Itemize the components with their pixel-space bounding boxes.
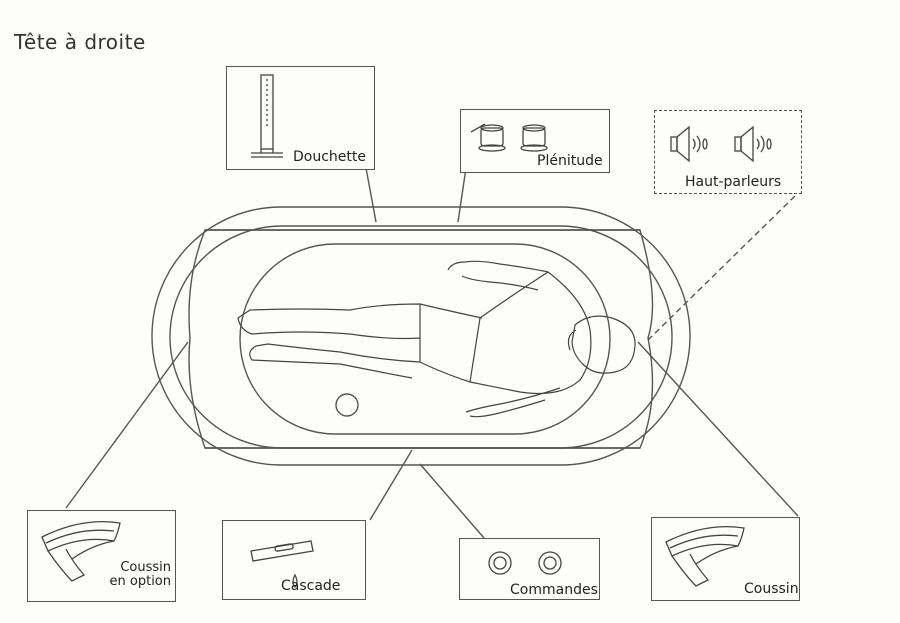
tub-floor [239,243,611,435]
diagram-title: Tête à droite [14,30,146,54]
label-coussin-option-1: Coussin [120,560,171,575]
person-figure [237,260,636,418]
leader-coussin-option [65,341,189,509]
tub-basin [188,229,654,449]
tub-inner-rim [169,225,673,449]
plenitude-valve-icon [470,123,548,152]
callout-commandes: Commandes [459,538,600,600]
leader-haut-parleurs [647,195,796,341]
callout-cascade: Cascade [222,520,366,600]
label-douchette: Douchette [293,149,366,165]
speaker-icons [670,125,772,163]
callout-douchette: Douchette [226,66,375,170]
label-plenitude: Plénitude [537,153,603,169]
cascade-spout-icon [250,540,314,588]
label-commandes: Commandes [510,582,598,598]
drain-icon [335,393,359,417]
leader-plenitude [457,167,467,223]
pillow-option-icon [41,520,121,582]
leader-coussin [637,341,799,517]
callout-coussin: Coussin [651,517,800,601]
label-haut-parleurs: Haut-parleurs [685,174,782,190]
leader-cascade [369,449,413,521]
leader-commandes [419,463,485,539]
callout-coussin-option: Coussin en option [27,510,176,602]
callout-haut-parleurs: Haut-parleurs [654,110,802,194]
control-buttons-icon [488,551,562,575]
callout-plenitude: Plénitude [460,109,610,173]
leader-douchette [365,167,377,223]
pillow-icon [665,525,745,587]
label-coussin: Coussin [744,581,799,597]
hand-shower-icon [251,74,283,158]
label-cascade: Cascade [281,578,341,594]
label-coussin-option-2: en option [109,574,171,589]
